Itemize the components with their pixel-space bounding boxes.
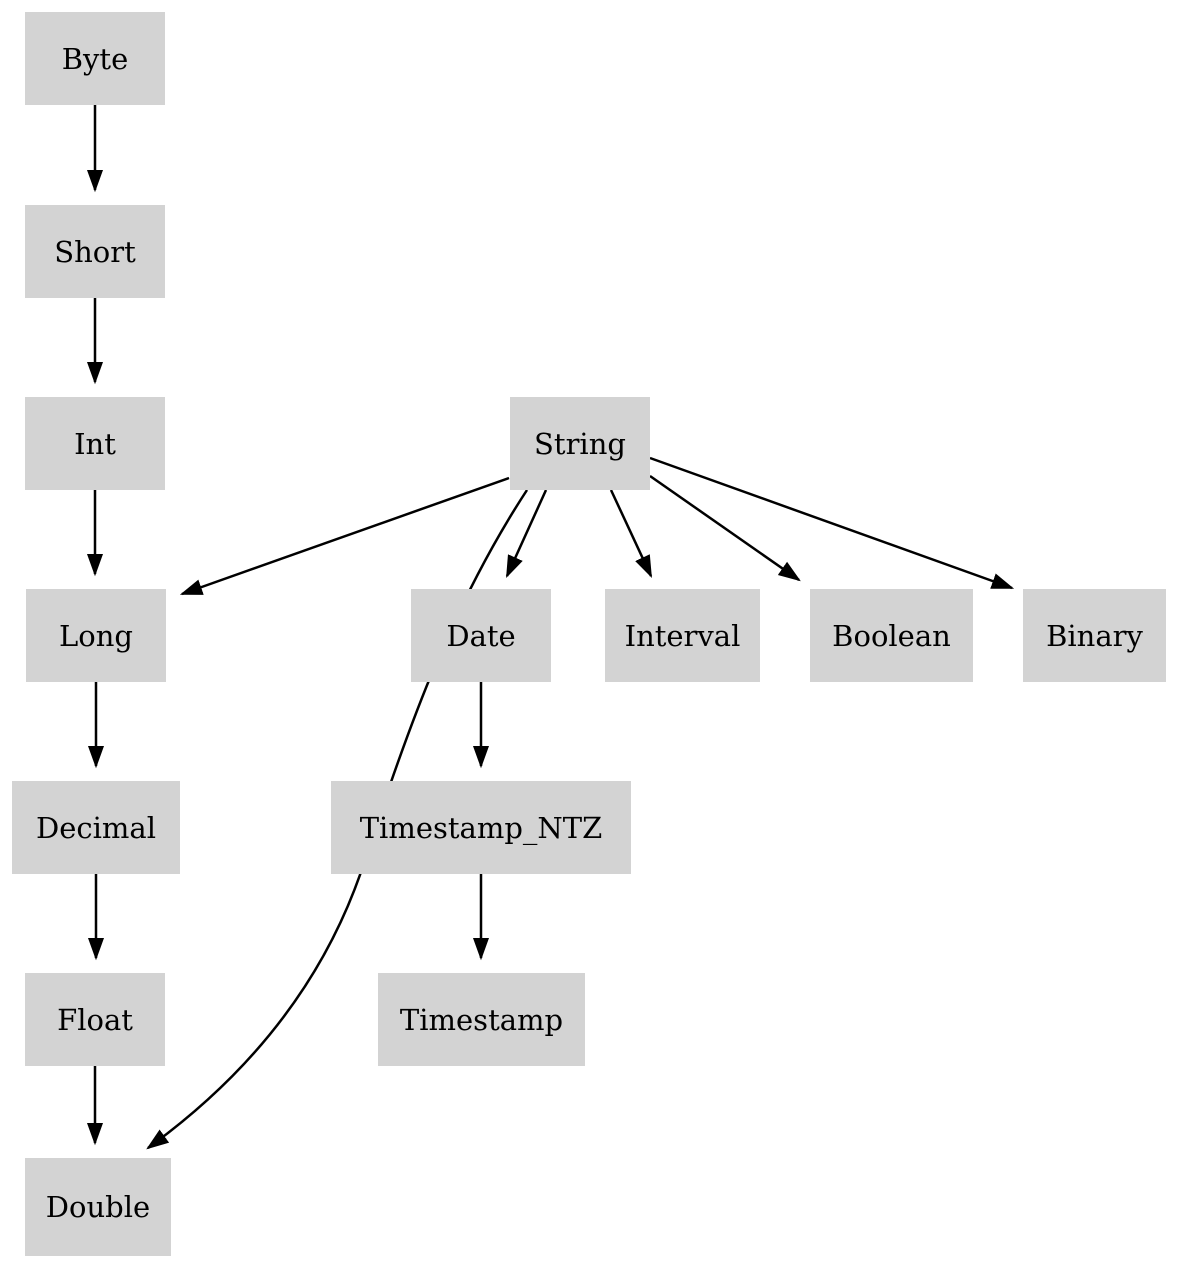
edge-string-long [179, 476, 510, 596]
node-binary: Binary [1023, 589, 1166, 682]
node-float: Float [25, 973, 165, 1066]
edge-string-interval [609, 489, 653, 579]
edge-string-binary [649, 456, 1015, 590]
edge-string-date [505, 489, 548, 579]
node-timestamp-ntz: Timestamp_NTZ [331, 781, 631, 874]
node-interval: Interval [605, 589, 760, 682]
node-int: Int [25, 397, 165, 490]
edge-string-boolean [649, 474, 801, 582]
node-double: Double [25, 1158, 171, 1256]
node-date: Date [411, 589, 551, 682]
node-long: Long [26, 589, 166, 682]
node-timestamp: Timestamp [378, 973, 585, 1066]
node-short: Short [25, 205, 165, 298]
node-string: String [510, 397, 650, 490]
node-boolean: Boolean [810, 589, 973, 682]
node-decimal: Decimal [12, 781, 180, 874]
node-byte: Byte [25, 12, 165, 105]
